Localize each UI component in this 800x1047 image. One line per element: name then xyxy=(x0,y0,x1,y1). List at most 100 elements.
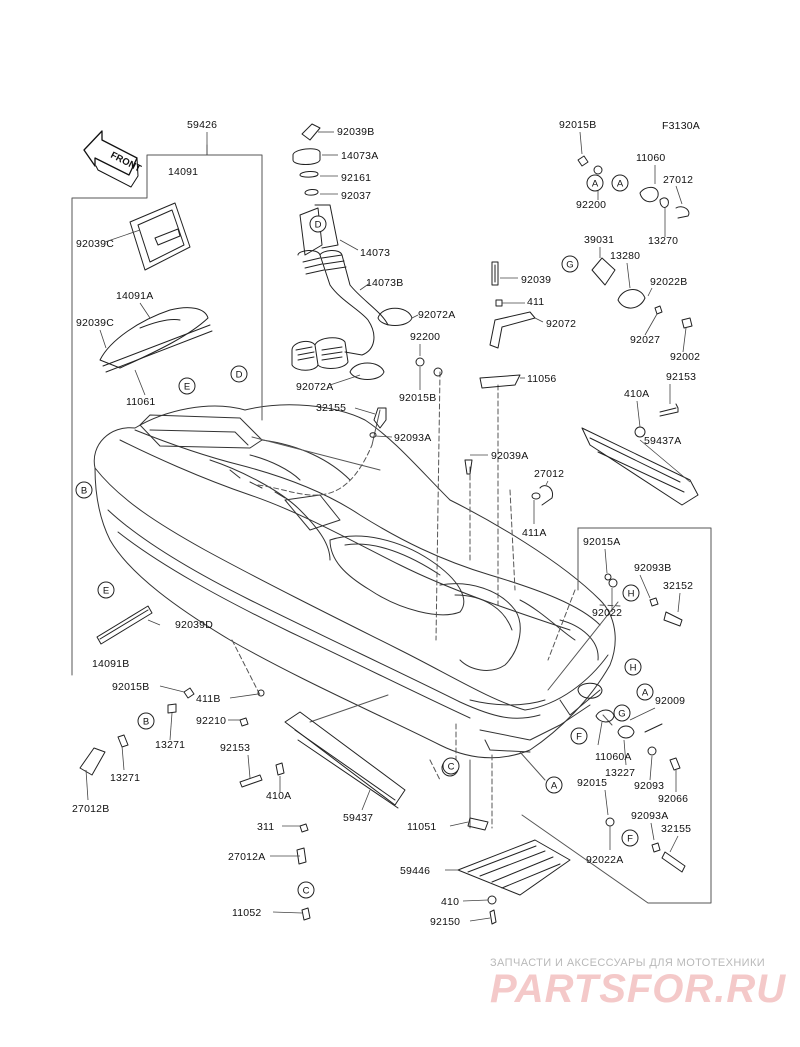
part-number-label: 92027 xyxy=(630,334,660,346)
part-number-label: 92072 xyxy=(546,318,576,330)
part-number-label: 92002 xyxy=(670,351,700,363)
callout-marker: F xyxy=(570,727,588,745)
part-number-label: 39031 xyxy=(584,234,614,246)
group-frame-left xyxy=(71,154,263,676)
leader-line xyxy=(159,685,185,693)
part-number-label: 92093B xyxy=(634,562,671,574)
part-14091A-cover xyxy=(99,307,213,373)
part-number-label: 410 xyxy=(441,896,459,908)
callout-letter: A xyxy=(642,688,649,699)
part-number-label: 59437A xyxy=(644,435,681,447)
part-number-label: 92039B xyxy=(337,126,374,138)
part-number-label: 92015B xyxy=(559,119,596,131)
leader-line xyxy=(675,185,683,205)
callout-circle xyxy=(613,704,631,722)
group-frame-right xyxy=(521,527,712,904)
part-number-label: 92200 xyxy=(410,331,440,343)
leader-line xyxy=(104,229,141,243)
part-number-label: 410A xyxy=(624,388,649,400)
callout-marker: H xyxy=(624,658,642,676)
leader-line xyxy=(139,302,151,319)
part-number-label: 27012A xyxy=(228,851,265,863)
leader-line xyxy=(623,739,627,766)
callout-letter: H xyxy=(630,663,637,674)
leader-line xyxy=(639,574,651,599)
part-14073-duct xyxy=(291,123,389,371)
callout-circle xyxy=(570,727,588,745)
callout-marker: F xyxy=(621,829,639,847)
leader-line xyxy=(361,789,371,811)
callout-circle xyxy=(636,683,654,701)
part-14091B-strip xyxy=(96,605,153,645)
part-number-label: 11060 xyxy=(636,152,665,164)
callout-letter: A xyxy=(551,781,558,792)
callout-marker: A xyxy=(545,776,563,794)
callout-circle xyxy=(297,881,315,899)
leader-line xyxy=(374,435,393,438)
callout-marker: E xyxy=(97,581,115,599)
callout-marker: H xyxy=(622,584,640,602)
part-number-label: 14091B xyxy=(92,658,129,670)
callout-marker: B xyxy=(137,712,155,730)
watermark-brand: PARTSFOR.RU xyxy=(490,967,786,1011)
part-59437-step xyxy=(284,711,406,806)
part-number-label: 92015 xyxy=(577,777,607,789)
callout-letter: B xyxy=(81,486,87,497)
leader-line xyxy=(354,407,376,415)
part-number-label: 59437 xyxy=(343,812,373,824)
part-number-label: 410A xyxy=(266,790,291,802)
callout-marker: C xyxy=(297,881,315,899)
part-number-label: 32155 xyxy=(316,402,346,414)
part-number-label: 13271 xyxy=(110,772,140,784)
callout-letter: D xyxy=(315,220,322,231)
part-number-label: 92037 xyxy=(341,190,371,202)
part-number-label: 11060A xyxy=(595,751,632,763)
callout-letter: B xyxy=(143,717,149,728)
hull-body xyxy=(93,404,616,759)
leader-line xyxy=(134,369,146,396)
callout-marker: A xyxy=(611,174,629,192)
leader-line xyxy=(359,282,371,291)
leader-line xyxy=(147,619,161,626)
leader-line xyxy=(329,374,361,386)
callout-circle xyxy=(561,255,579,273)
callout-marker: B xyxy=(75,481,93,499)
part-number-label: 59446 xyxy=(400,865,430,877)
part-number-label: 92093A xyxy=(631,810,668,822)
callout-letter: C xyxy=(448,762,455,773)
part-92072A-clamp xyxy=(377,307,413,326)
callout-letter: A xyxy=(617,179,624,190)
leader-line xyxy=(534,317,544,323)
callout-marker: D xyxy=(309,215,327,233)
leader-line xyxy=(639,439,691,483)
front-arrow-icon xyxy=(83,130,139,188)
callout-circle xyxy=(622,584,640,602)
callout-marker: E xyxy=(178,377,196,395)
part-number-label: 14091 xyxy=(168,166,198,178)
callout-marker: A xyxy=(586,174,604,192)
part-number-label: 92153 xyxy=(220,742,250,754)
part-92039-bolt xyxy=(491,261,499,286)
leader-line xyxy=(272,911,303,914)
callout-circle xyxy=(545,776,563,794)
watermark-tagline: ЗАПЧАСТИ И АКСЕССУАРЫ ДЛЯ МОТОТЕХНИКИ xyxy=(490,957,765,969)
leader-line xyxy=(469,917,491,922)
part-number-label: 14091A xyxy=(116,290,153,302)
callout-marker: G xyxy=(561,255,579,273)
part-number-label: 11056 xyxy=(527,373,556,385)
leader-line xyxy=(545,480,549,486)
part-number-label: 32152 xyxy=(663,580,693,592)
part-number-label: 92039D xyxy=(175,619,213,631)
callout-letter: A xyxy=(592,179,599,190)
part-number-label: 92015B xyxy=(399,392,436,404)
part-number-label: 411 xyxy=(527,296,544,308)
leader-line xyxy=(339,239,359,251)
part-number-label: 92009 xyxy=(655,695,685,707)
callout-letter: G xyxy=(566,260,573,271)
callout-circle xyxy=(624,658,642,676)
callout-circle xyxy=(75,481,93,499)
part-number-label: 92072A xyxy=(296,381,333,393)
leader-line xyxy=(626,262,631,289)
